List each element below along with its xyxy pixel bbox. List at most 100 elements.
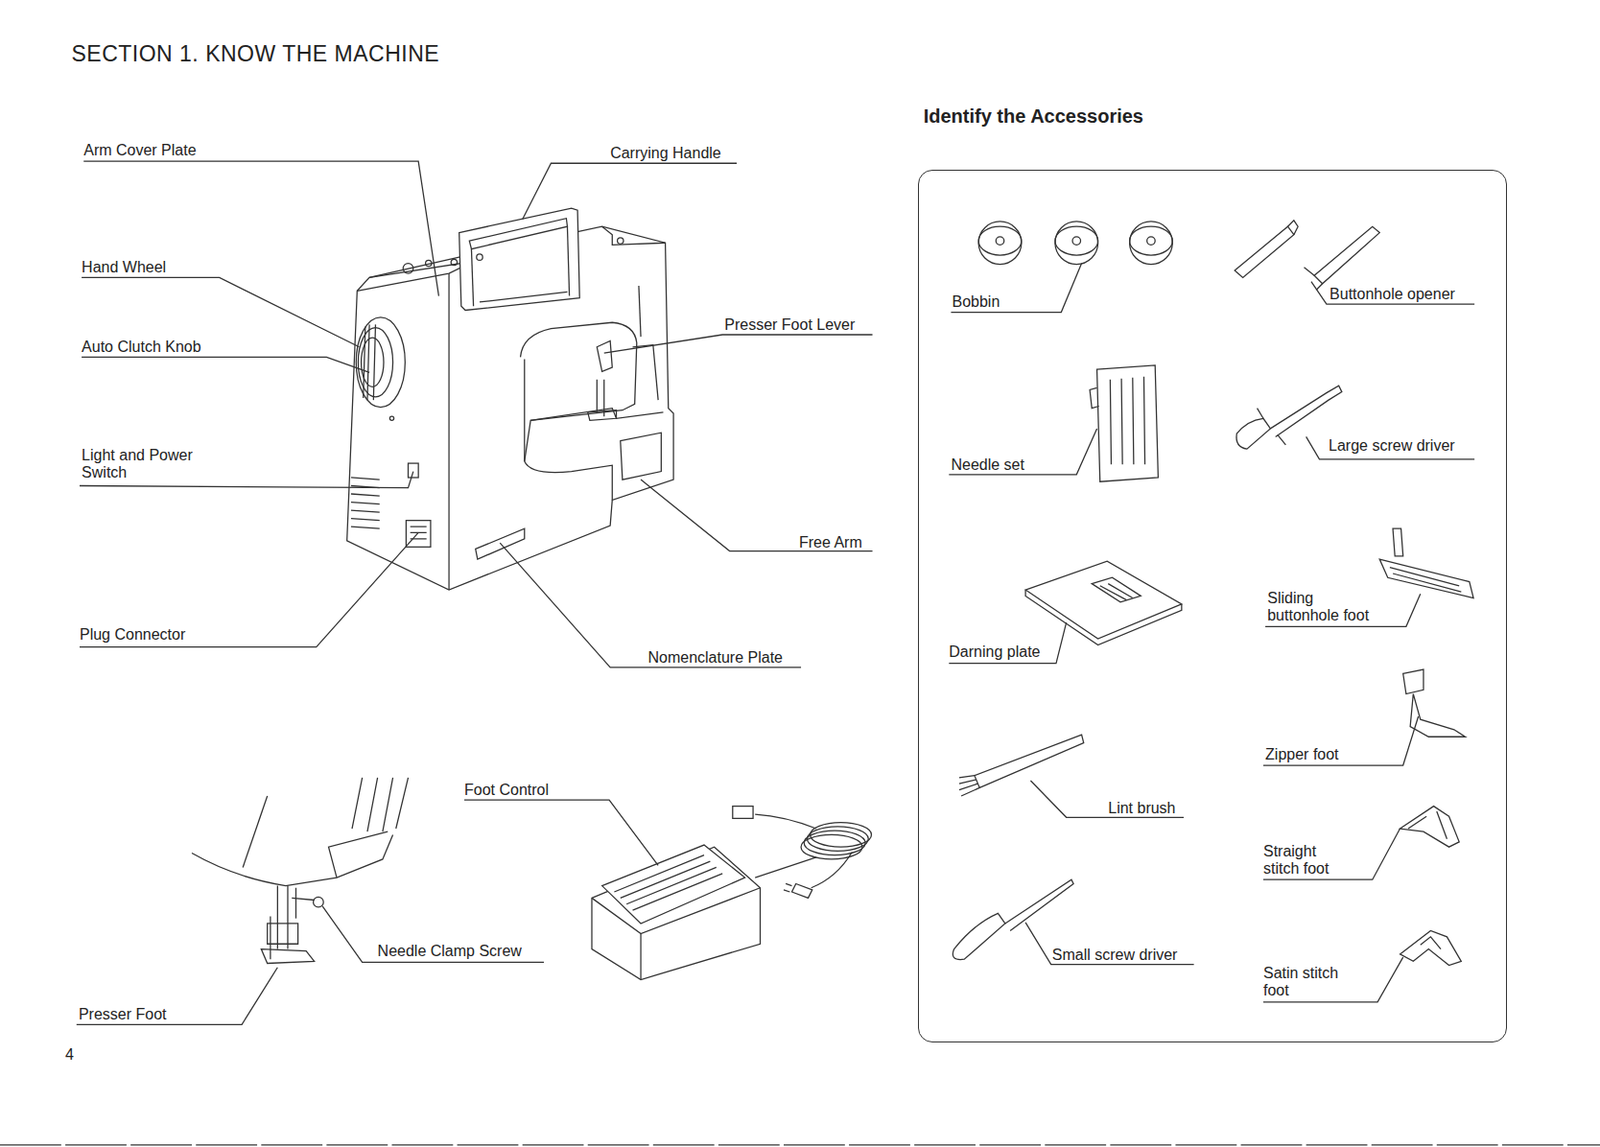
accessory-drawings xyxy=(952,220,1474,966)
page-rule xyxy=(0,1144,1600,1146)
accessory-drawings-part xyxy=(1100,584,1133,601)
sewing-machine-part xyxy=(638,285,641,337)
leader-lines xyxy=(76,161,1475,1025)
accessory-drawings-part xyxy=(1287,220,1298,236)
leader-lines-part xyxy=(1263,716,1419,766)
part-label: Plug Connector xyxy=(79,626,186,644)
accessory-drawings-part xyxy=(1400,806,1460,848)
accessory-drawings-part xyxy=(1129,221,1174,265)
accessory-drawings-part xyxy=(1236,418,1271,449)
accessory-drawings-part xyxy=(1389,567,1461,593)
sewing-machine-part xyxy=(470,249,473,307)
foot-control-part xyxy=(602,845,746,924)
accessory-drawings-part xyxy=(1314,226,1380,284)
part-label: Arm Cover Plate xyxy=(83,141,196,160)
foot-control-part xyxy=(754,857,817,878)
leader-lines-part xyxy=(1306,436,1476,459)
accessory-drawings-part xyxy=(1109,376,1145,466)
foot-control-part xyxy=(791,883,812,898)
leader-lines-part xyxy=(79,471,414,489)
foot-control-part xyxy=(591,847,761,980)
accessory-drawings-part xyxy=(1129,226,1174,256)
presser-foot-detail-part xyxy=(242,796,268,868)
part-label: Carrying Handle xyxy=(610,144,722,163)
accessory-drawings-part xyxy=(1091,577,1141,603)
sewing-machine-part xyxy=(356,263,462,292)
accessory-drawings-part xyxy=(1055,221,1099,265)
presser-foot-detail-part xyxy=(277,886,288,950)
presser-foot-detail-part xyxy=(329,831,389,878)
accessory-drawings-part xyxy=(959,776,980,797)
accessory-drawings-part xyxy=(1400,930,1462,965)
leader-lines-part xyxy=(322,906,544,964)
accessory-drawings-part xyxy=(1410,694,1465,738)
part-label: Darning plate xyxy=(948,643,1040,661)
leader-lines-part xyxy=(1263,828,1401,880)
leader-lines-part xyxy=(76,967,279,1026)
foot-control-part xyxy=(639,934,641,981)
part-label: Auto Clutch Knob xyxy=(81,338,202,356)
accessory-drawings-part xyxy=(1392,528,1404,557)
sewing-machine-part xyxy=(459,208,581,310)
sewing-machine-part xyxy=(523,359,525,462)
accessory-drawings-part xyxy=(1257,408,1287,446)
part-label: Small screw driver xyxy=(1052,946,1178,965)
part-label: Satin stitch foot xyxy=(1263,964,1354,1000)
page-number: 4 xyxy=(65,1046,74,1064)
leader-lines-part xyxy=(464,800,659,866)
leader-lines-part xyxy=(522,163,737,220)
part-label: Straight stitch foot xyxy=(1263,843,1349,878)
section-title: SECTION 1. KNOW THE MACHINE xyxy=(70,41,440,68)
accessory-drawings-part xyxy=(1420,937,1441,950)
leader-lines-part xyxy=(1030,780,1184,818)
foot-control-part xyxy=(732,806,753,820)
leader-lines-part xyxy=(81,277,359,347)
sewing-machine-part xyxy=(566,226,569,296)
part-label: Large screw driver xyxy=(1328,437,1456,455)
foot-control-part xyxy=(613,855,723,911)
sewing-machine-part xyxy=(620,432,662,480)
presser-foot-detail-part xyxy=(269,917,271,961)
presser-foot-detail xyxy=(191,777,409,965)
panel-heading: Identify the Accessories xyxy=(923,105,1144,128)
sewing-machine xyxy=(347,208,674,590)
presser-foot-detail-part xyxy=(291,897,314,900)
part-label: Presser Foot xyxy=(78,1006,167,1024)
sewing-machine-part xyxy=(602,226,666,245)
presser-foot-detail-part xyxy=(295,888,297,919)
accessory-drawings-part xyxy=(1234,226,1295,278)
leader-lines-part xyxy=(499,542,801,668)
leader-lines-part xyxy=(948,622,1066,664)
leader-lines-part xyxy=(83,161,439,296)
sewing-machine-part xyxy=(351,477,380,529)
foot-control-part xyxy=(811,851,853,888)
part-label: Sliding buttonhole foot xyxy=(1267,589,1386,625)
part-label: Nomenclature Plate xyxy=(647,649,783,667)
leader-lines-part xyxy=(640,479,872,551)
accessory-drawings-part xyxy=(1147,236,1156,246)
accessory-drawings-part xyxy=(978,221,1022,265)
accessory-drawings-part xyxy=(952,913,1006,960)
sewing-machine-part xyxy=(475,528,525,560)
presser-foot-detail-part xyxy=(267,923,299,944)
accessory-drawings-part xyxy=(1005,879,1074,931)
sewing-machine-part xyxy=(469,218,567,250)
presser-foot-detail-part xyxy=(191,834,394,886)
accessory-drawings-part xyxy=(995,236,1005,246)
accessory-drawings-part xyxy=(1025,561,1182,639)
sewing-machine-part xyxy=(479,291,567,303)
sewing-machine-part xyxy=(520,322,637,500)
part-label: Light and Power Switch xyxy=(81,447,196,482)
accessory-drawings-part xyxy=(1270,385,1342,437)
accessory-drawings-part xyxy=(1408,811,1447,840)
sewing-machine-part xyxy=(447,273,449,590)
sewing-machine-part xyxy=(476,254,483,260)
foot-control-part xyxy=(591,888,761,935)
accessory-drawings-part xyxy=(1025,589,1182,645)
sewing-machine-part xyxy=(596,340,612,372)
part-label: Hand Wheel xyxy=(81,258,166,277)
leader-lines-part xyxy=(1311,282,1475,305)
accessory-drawings-part xyxy=(978,226,1022,256)
leader-lines-part xyxy=(79,532,419,647)
